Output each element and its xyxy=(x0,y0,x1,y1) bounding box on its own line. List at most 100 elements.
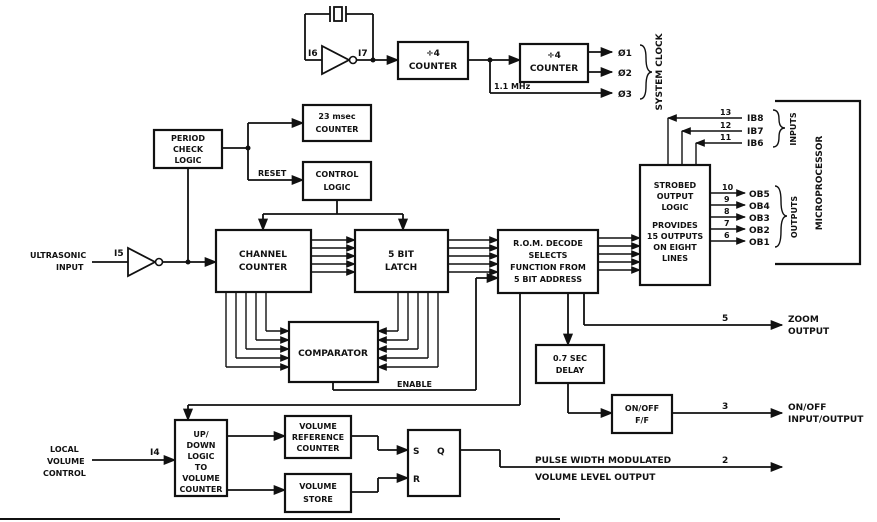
phi2-label: Ø2 xyxy=(618,68,632,79)
control-logic-l2: LOGIC xyxy=(323,183,350,192)
onoff-io-label-2: INPUT/OUTPUT xyxy=(788,415,864,425)
pin-6: 6 xyxy=(724,231,730,240)
delay-l1: 0.7 SEC xyxy=(553,354,587,363)
pin-7: 7 xyxy=(724,219,730,228)
counter-div4-b xyxy=(518,42,590,84)
local-volume-label: LOCAL xyxy=(50,445,79,454)
updown-l4: TO xyxy=(195,463,207,472)
volume-store-counter xyxy=(283,472,353,514)
provides-l4: LINES xyxy=(662,254,688,263)
local-volume-label-2: VOLUME xyxy=(47,457,85,466)
pwm-label: PULSE WIDTH MODULATED xyxy=(535,456,671,466)
pin-i6: I6 xyxy=(308,49,318,59)
latch-l1: 5 BIT xyxy=(388,250,415,260)
five-bit-latch xyxy=(353,228,450,294)
provides-l3: ON EIGHT xyxy=(653,243,697,252)
freq-label: 1.1 MHz xyxy=(494,82,531,91)
updown-logic xyxy=(173,418,229,498)
period-check-l1: PERIOD xyxy=(171,134,205,143)
updown-l5: VOLUME xyxy=(182,474,220,483)
microprocessor-outputs: 10 9 8 7 6 OB5 OB4 OB3 OB2 OB1 OUTPUTS xyxy=(710,183,799,248)
period-check-l3: LOGIC xyxy=(174,156,201,165)
counter-div4-a-line2: COUNTER xyxy=(409,62,457,72)
clock-inverter-icon xyxy=(321,44,358,76)
ib8-label: IB8 xyxy=(747,114,763,124)
latch-l2: LATCH xyxy=(385,263,417,273)
volume-reference-counter xyxy=(283,414,353,460)
onoff-io-label: ON/OFF xyxy=(788,403,826,413)
s-input-label: S xyxy=(413,447,419,457)
onoff-l2: F/F xyxy=(635,416,649,425)
msec-counter-l1: 23 msec xyxy=(318,112,355,121)
control-logic-l1: CONTROL xyxy=(316,170,359,179)
control-logic xyxy=(301,160,373,202)
channel-counter-l1: CHANNEL xyxy=(239,250,287,260)
rom-l1: R.O.M. DECODE xyxy=(513,239,583,248)
updown-l2: DOWN xyxy=(187,441,216,450)
counter-comparator-bus xyxy=(225,292,290,371)
phi3-label: Ø3 xyxy=(618,89,632,100)
volstore-l2: STORE xyxy=(303,495,333,504)
strobed-output-logic xyxy=(638,163,712,287)
pin-5: 5 xyxy=(722,314,728,324)
period-check-logic xyxy=(152,128,224,170)
msec-counter-l2: COUNTER xyxy=(316,125,359,134)
delay-block xyxy=(534,343,606,385)
onoff-l1: ON/OFF xyxy=(625,404,659,413)
ultrasonic-input-label-2: INPUT xyxy=(56,263,84,272)
zoom-output-label: ZOOM xyxy=(788,315,819,325)
microprocessor-inputs: 13 12 11 IB8 IB7 IB6 INPUTS xyxy=(667,108,798,165)
onoff-flipflop xyxy=(610,393,674,435)
updown-l6: COUNTER xyxy=(180,485,223,494)
updown-l1: UP/ xyxy=(193,430,208,439)
system-clock-label: SYSTEM CLOCK xyxy=(655,32,665,110)
latch-rom-bus xyxy=(448,236,499,276)
volref-l1: VOLUME xyxy=(299,422,337,431)
clock-section: I6 I7 ÷4 COUNTER 1.1 MHz ÷4 COUNTER Ø1 Ø… xyxy=(304,6,665,111)
ib6-label: IB6 xyxy=(747,139,763,149)
ob1-label: OB1 xyxy=(749,238,770,248)
delay-l2: DELAY xyxy=(556,366,585,375)
volref-l2: REFERENCE xyxy=(292,433,344,442)
microprocessor-label: MICROPROCESSOR xyxy=(815,136,825,231)
inputs-label: INPUTS xyxy=(789,112,798,145)
pin-3: 3 xyxy=(722,402,728,412)
ib7-label: IB7 xyxy=(747,127,763,137)
volref-l3: COUNTER xyxy=(297,444,340,453)
volstore-l1: VOLUME xyxy=(299,482,337,491)
pin-12: 12 xyxy=(720,121,731,130)
zoom-output-label-2: OUTPUT xyxy=(788,327,830,337)
counter-div4-b-line2: COUNTER xyxy=(530,64,578,74)
ultrasonic-input-label: ULTRASONIC xyxy=(30,251,86,260)
pin-9: 9 xyxy=(724,195,730,204)
period-check-l2: CHECK xyxy=(173,145,204,154)
ob3-label: OB3 xyxy=(749,214,770,224)
pin-10: 10 xyxy=(722,183,734,192)
strobe-l2: OUTPUT xyxy=(657,192,694,201)
pwm-label-2: VOLUME LEVEL OUTPUT xyxy=(535,473,656,483)
channel-counter xyxy=(214,228,313,294)
outputs-label: OUTPUTS xyxy=(790,196,799,239)
channel-counter-l2: COUNTER xyxy=(239,263,287,273)
enable-label: ENABLE xyxy=(397,380,432,389)
pin-i4: I4 xyxy=(150,448,160,458)
pin-2: 2 xyxy=(722,456,728,466)
msec-counter xyxy=(301,103,373,143)
rom-l4: 5 BIT ADDRESS xyxy=(514,275,582,284)
ob4-label: OB4 xyxy=(749,202,770,212)
pin-13: 13 xyxy=(720,108,731,117)
provides-l1: PROVIDES xyxy=(652,221,698,230)
strobe-l3: LOGIC xyxy=(661,203,688,212)
strobe-l1: STROBED xyxy=(654,181,697,190)
counter-div4-a-line1: ÷4 xyxy=(426,49,440,59)
pin-i7: I7 xyxy=(358,49,368,59)
phi1-label: Ø1 xyxy=(618,48,632,59)
microprocessor-block: MICROPROCESSOR xyxy=(775,99,862,266)
provides-l2: 15 OUTPUTS xyxy=(647,232,703,241)
comparator-label: COMPARATOR xyxy=(298,349,368,359)
pin-11: 11 xyxy=(720,133,732,142)
pin-8: 8 xyxy=(724,207,730,216)
ob2-label: OB2 xyxy=(749,226,770,236)
rom-l3: FUNCTION FROM xyxy=(510,263,586,272)
